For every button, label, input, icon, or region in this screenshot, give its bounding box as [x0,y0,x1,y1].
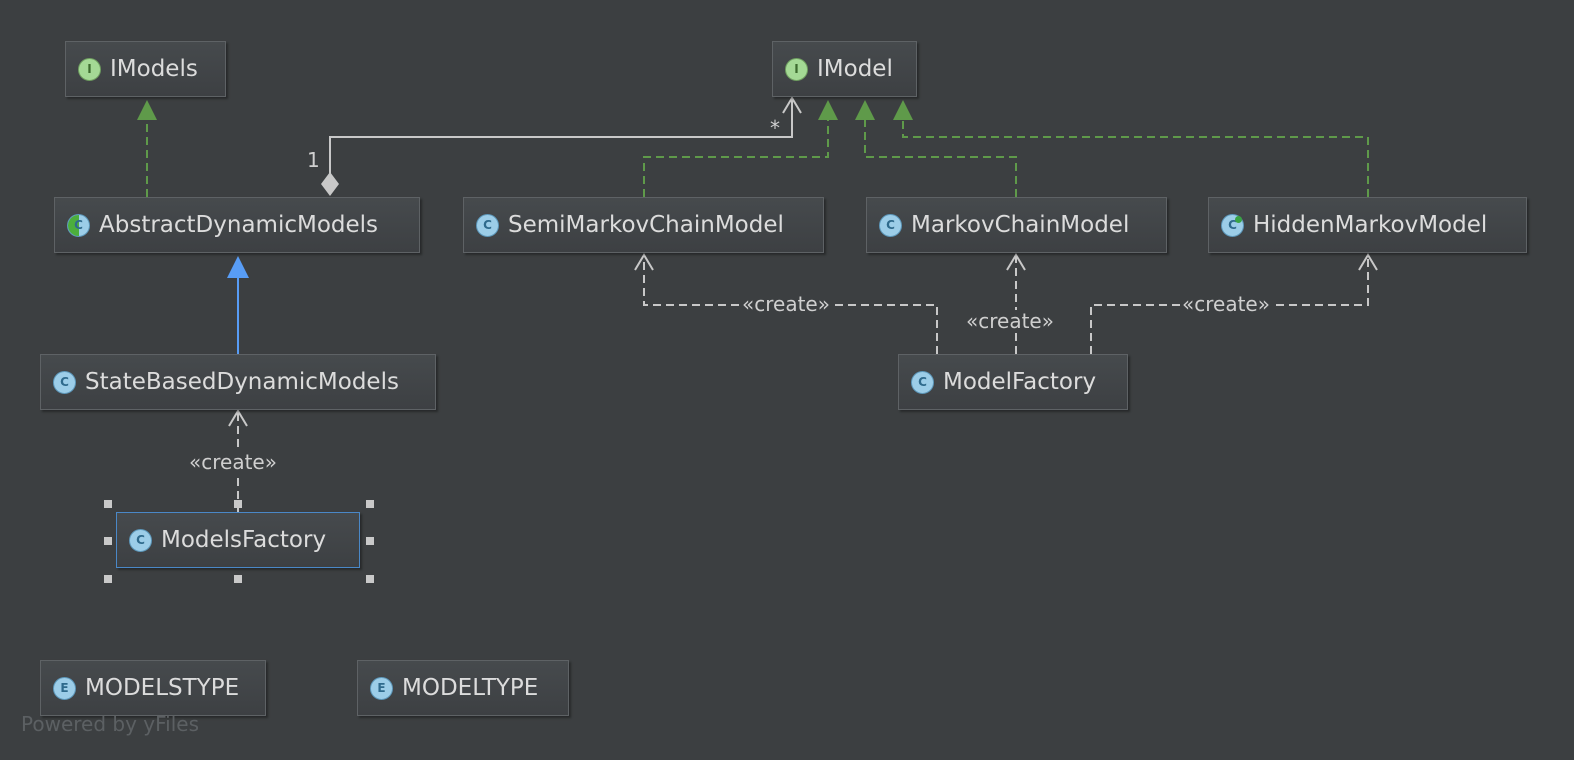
node-modeltype[interactable]: E MODELTYPE [357,660,569,716]
node-label: AbstractDynamicModels [99,212,379,238]
class-icon: C [53,370,76,394]
node-modelsfactory[interactable]: C ModelsFactory [116,512,360,568]
node-markovchainmodel[interactable]: C MarkovChainModel [866,197,1167,253]
realization-arrowhead [855,100,875,120]
node-label: ModelFactory [943,369,1097,395]
interface-icon: I [78,57,101,81]
generalization-statebased-abstract [227,256,249,354]
realization-arrowhead [137,100,157,120]
powered-by-watermark: Powered by yFiles [21,712,199,736]
selection-handle-e[interactable] [366,537,374,545]
selection-handle-sw[interactable] [104,575,112,583]
node-modelfactory[interactable]: C ModelFactory [898,354,1128,410]
generalization-arrowhead [227,256,249,278]
dependency-arrowhead [1358,253,1378,271]
class-icon: C [879,213,902,237]
realization-markovchainmodel-imodel [855,100,1017,197]
class-icon: C [1221,213,1244,237]
node-label: SemiMarkovChainModel [508,212,784,238]
node-statebaseddynamicmodels[interactable]: C StateBasedDynamicModels [40,354,436,410]
enum-icon: E [370,676,393,700]
selection-handle-n[interactable] [234,500,242,508]
node-label: ModelsFactory [161,527,327,553]
realization-arrowhead [893,100,913,120]
selection-handle-w[interactable] [104,537,112,545]
node-semimarkovchainmodel[interactable]: C SemiMarkovChainModel [463,197,824,253]
abstract-class-icon-letter: C [74,218,83,232]
node-label: MODELTYPE [402,675,539,701]
create-label-modelsfactory: «create» [188,450,278,474]
node-label: HiddenMarkovModel [1253,212,1488,238]
realization-hiddenmarkovmodel-imodel [893,100,1369,197]
realization-semimarkovchainmodel-imodel [643,100,838,197]
create-label-markov: «create» [965,309,1055,333]
node-label: IModels [110,56,198,82]
node-hiddenmarkovmodel[interactable]: C HiddenMarkovModel [1208,197,1527,253]
aggregation-arrowhead [782,96,802,114]
node-imodel[interactable]: I IModel [772,41,917,97]
node-label: MODELSTYPE [85,675,240,701]
dependency-arrowhead [1006,253,1026,271]
node-label: IModel [817,56,893,82]
multiplicity-source: 1 [307,148,320,172]
aggregation-abstractdynamicmodels-imodel [321,96,802,196]
realization-abstractdynamicmodels-imodels [137,100,157,197]
create-label-semimarkov: «create» [741,292,831,316]
node-modelstype[interactable]: E MODELSTYPE [40,660,266,716]
create-label-hidden: «create» [1181,292,1271,316]
node-imodels[interactable]: I IModels [65,41,226,97]
class-icon: C [129,528,152,552]
node-abstractdynamicmodels[interactable]: C AbstractDynamicModels [54,197,420,253]
dependency-arrowhead [634,253,654,271]
node-label: MarkovChainModel [911,212,1130,238]
selection-handle-ne[interactable] [366,500,374,508]
enum-icon: E [53,676,76,700]
aggregation-diamond [321,172,339,196]
selection-handle-se[interactable] [366,575,374,583]
class-icon: C [476,213,499,237]
interface-icon: I [785,57,808,81]
selection-handle-nw[interactable] [104,500,112,508]
selection-handle-s[interactable] [234,575,242,583]
dependency-modelfactory-markov [1006,253,1026,354]
realization-arrowhead [818,100,838,120]
node-label: StateBasedDynamicModels [85,369,399,395]
dependency-arrowhead [228,409,248,427]
class-icon: C [911,370,934,394]
multiplicity-target: * [770,116,780,140]
abstract-class-icon: C [67,213,90,237]
dependency-modelsfactory-statebased [228,409,248,512]
